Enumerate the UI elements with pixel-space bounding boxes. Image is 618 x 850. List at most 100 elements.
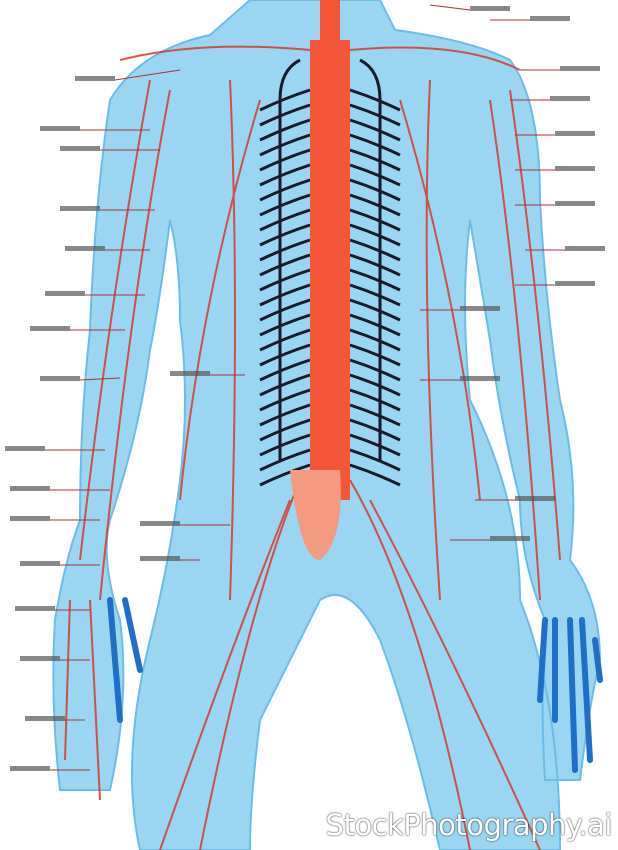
rib-line (349, 418, 401, 442)
artery-line (229, 79, 236, 601)
label-text-mark (10, 516, 50, 521)
artery-line (159, 499, 291, 850)
rib-line (259, 118, 311, 142)
label-text-mark (40, 126, 80, 131)
rib-line (259, 418, 311, 442)
label-text-mark (460, 306, 500, 311)
label-text-mark (10, 766, 50, 771)
rib-line (349, 208, 401, 232)
label-text-mark (60, 146, 100, 151)
rib-line (259, 268, 311, 292)
artery-line (79, 79, 151, 561)
artery-line (349, 46, 521, 71)
rib-line (259, 178, 311, 202)
rib-line (259, 388, 311, 412)
rib-line (259, 223, 311, 247)
rib-line (349, 103, 401, 127)
label-text-mark (25, 716, 65, 721)
label-text-mark (5, 446, 45, 451)
label-text-mark (45, 291, 85, 296)
rib-line (259, 373, 311, 397)
label-text-mark (15, 606, 55, 611)
artery-line (89, 599, 101, 801)
label-text-mark (565, 246, 605, 251)
label-text-mark (140, 521, 180, 526)
rib-line (349, 223, 401, 247)
rib-line (349, 238, 401, 262)
rib-line (259, 208, 311, 232)
rib-line (349, 178, 401, 202)
artery-line (199, 479, 301, 850)
rib-line (349, 403, 401, 427)
label-text-mark (60, 206, 100, 211)
artery-line (425, 79, 441, 601)
rib-line (349, 328, 401, 352)
rib-line (259, 403, 311, 427)
hands (107, 597, 603, 773)
rib-line (349, 388, 401, 412)
rib-line (259, 433, 311, 457)
label-text-mark (550, 96, 590, 101)
artery-line (489, 99, 541, 601)
rib-line (349, 193, 401, 217)
label-text-mark (30, 326, 70, 331)
artery-line (64, 599, 71, 761)
leader-line (114, 69, 181, 81)
label-text-mark (170, 371, 210, 376)
label-text-mark (515, 496, 555, 501)
anatomy-labels (5, 4, 605, 771)
rib-line (259, 328, 311, 352)
rib-line (259, 193, 311, 217)
label-text-mark (490, 536, 530, 541)
rib-line (349, 298, 401, 322)
label-text-mark (20, 656, 60, 661)
rib-line (349, 133, 401, 157)
leader-line (79, 377, 121, 381)
rib-line (259, 103, 311, 127)
rib-line (259, 448, 311, 472)
rib-line (349, 88, 401, 112)
rib-line (259, 148, 311, 172)
rib-line (349, 283, 401, 307)
label-text-mark (460, 376, 500, 381)
rib-line (349, 343, 401, 367)
label-text-mark (75, 76, 115, 81)
rib-line (349, 163, 401, 187)
watermark: StockPhotography.ai (325, 808, 613, 842)
label-text-mark (560, 66, 600, 71)
rib-line (259, 343, 311, 367)
rib-line (259, 313, 311, 337)
label-text-mark (530, 16, 570, 21)
rib-line (259, 88, 311, 112)
rib-line (349, 463, 401, 487)
rib-line (259, 163, 311, 187)
rib-line (349, 253, 401, 277)
rib-line (259, 133, 311, 157)
label-text-mark (555, 281, 595, 286)
rib-line (349, 148, 401, 172)
rib-line (259, 238, 311, 262)
artery-line (399, 99, 481, 501)
label-text-mark (10, 486, 50, 491)
rib-nerves (259, 88, 401, 487)
rib-line (259, 463, 311, 487)
rib-line (349, 433, 401, 457)
rib-line (259, 253, 311, 277)
leader-line (429, 4, 471, 11)
label-text-mark (140, 556, 180, 561)
label-text-mark (20, 561, 60, 566)
rib-line (349, 373, 401, 397)
rib-line (349, 358, 401, 382)
label-text-mark (65, 246, 105, 251)
label-text-mark (470, 6, 510, 11)
rib-line (259, 283, 311, 307)
rib-line (349, 268, 401, 292)
rib-line (349, 448, 401, 472)
rib-line (259, 298, 311, 322)
rib-line (349, 313, 401, 337)
label-text-mark (40, 376, 80, 381)
label-text-mark (555, 201, 595, 206)
rib-line (349, 118, 401, 142)
